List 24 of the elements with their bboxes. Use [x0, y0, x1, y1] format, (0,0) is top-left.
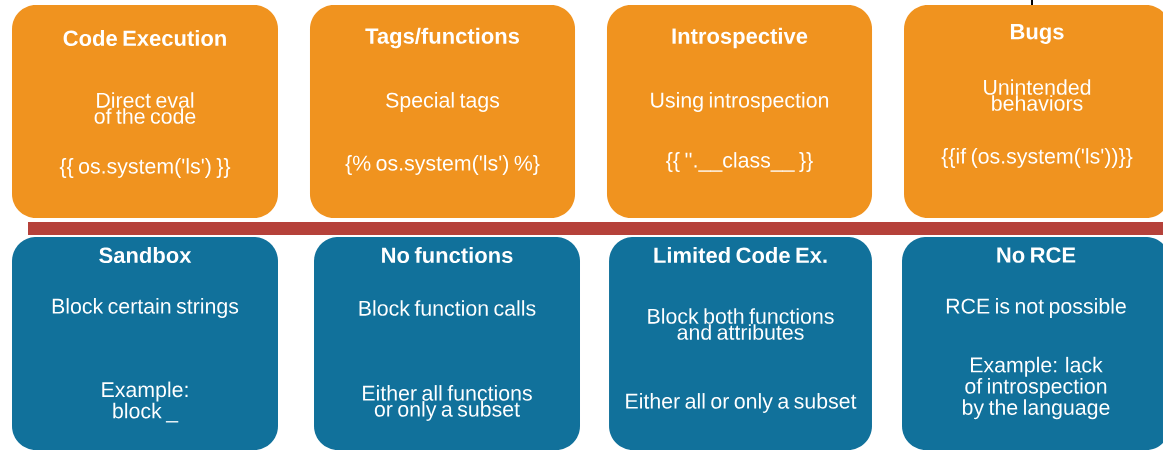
box-description: Direct eval of the code: [94, 92, 196, 124]
box-description: Special tags: [386, 92, 500, 112]
box-description: Block certain strings: [52, 298, 239, 318]
box-heading: Bugs: [1010, 24, 1064, 44]
box-heading: Tags/functions: [365, 27, 520, 49]
box-description: Unintended behaviors: [984, 79, 1091, 111]
box-heading: Sandbox: [99, 246, 192, 264]
box-description: Using introspection: [651, 92, 829, 112]
box-example: Example: lack of introspection by the language: [962, 356, 1110, 420]
box-example: Either all functions or only a subset: [363, 385, 532, 421]
box-heading: No functions: [382, 246, 513, 264]
box-heading: Limited Code Ex.: [654, 246, 827, 264]
box-example: Either all or only a subset: [626, 393, 857, 413]
box-example: Example: block _: [102, 381, 188, 423]
box-heading: Introspective: [672, 27, 808, 49]
box-heading: No RCE: [997, 247, 1076, 263]
box-description: RCE is not possible: [946, 298, 1126, 318]
box-example: {% os.system('ls') %}: [345, 155, 540, 175]
box-description: Block function calls: [359, 300, 536, 316]
box-example: {{if (os.system('ls'))}}: [941, 148, 1133, 168]
box-example: {{ ''.__class__ }}: [666, 152, 813, 172]
box-example: {{ os.system('ls') }}: [59, 158, 231, 178]
box-heading: Code Execution: [63, 29, 226, 47]
box-description: Block both functions and attributes: [648, 308, 834, 340]
